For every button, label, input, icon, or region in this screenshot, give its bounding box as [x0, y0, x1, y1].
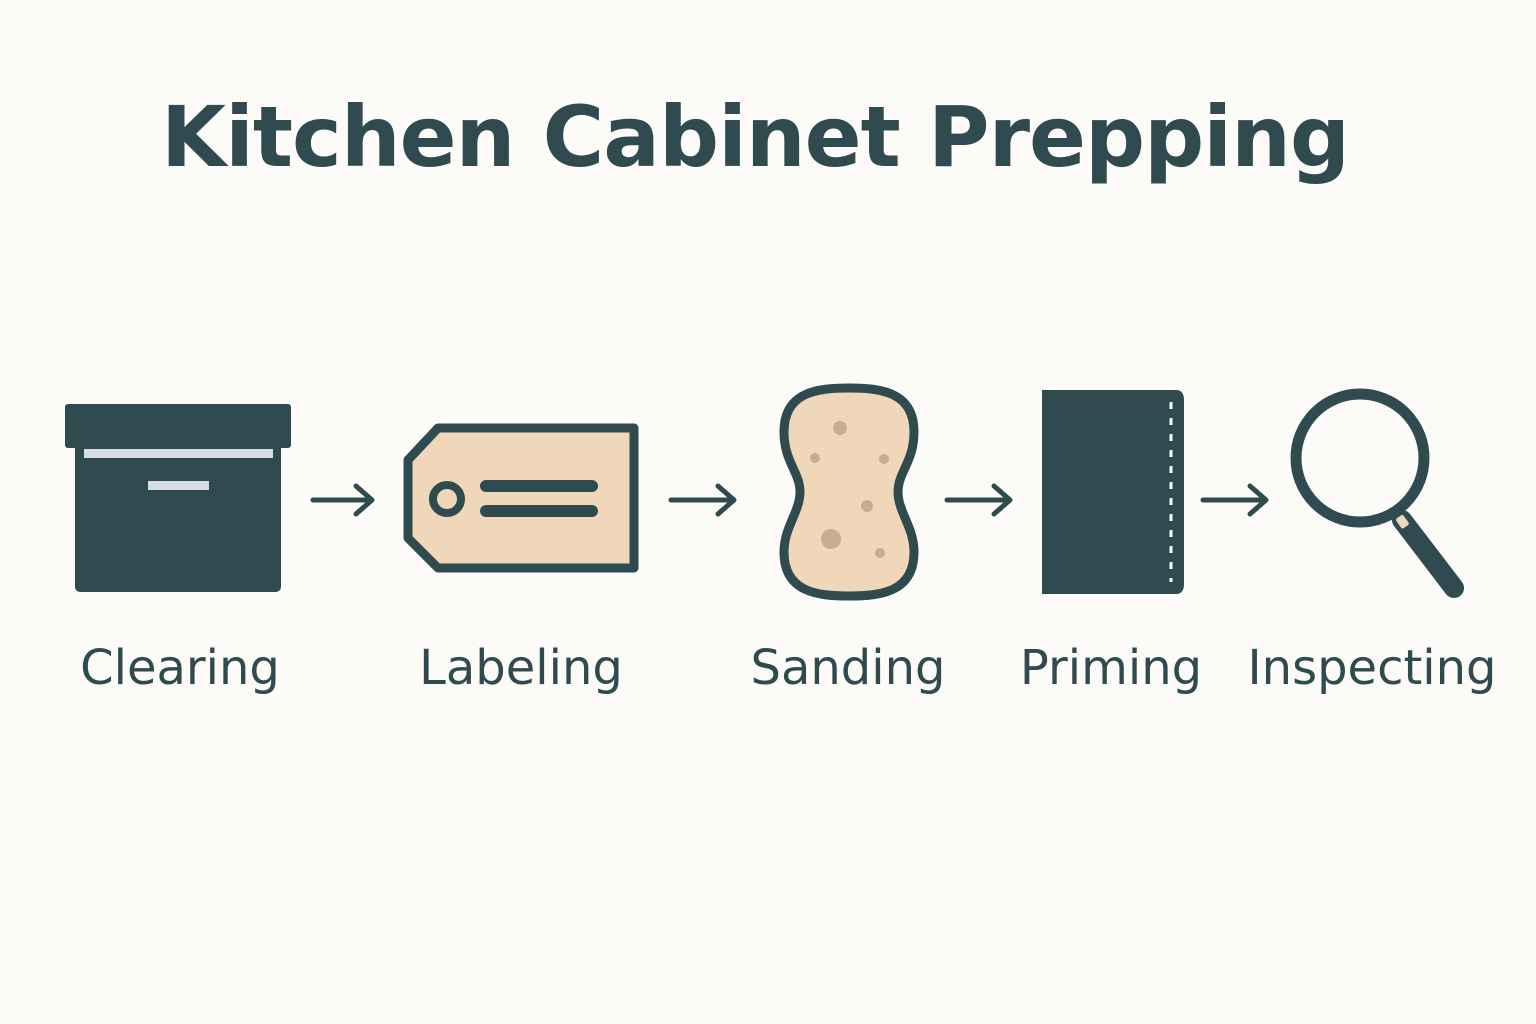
- step-label-sanding: Sanding: [750, 640, 946, 696]
- step-label-clearing: Clearing: [80, 640, 280, 696]
- arrow-right-icon: [1200, 483, 1269, 517]
- primed-panel-icon: [1042, 390, 1184, 594]
- step-label-priming: Priming: [1019, 640, 1203, 696]
- storage-box-icon: [65, 404, 291, 592]
- arrow-right-icon: [310, 483, 375, 517]
- arrow-right-icon: [668, 483, 737, 517]
- arrow-right-icon: [944, 483, 1013, 517]
- magnifying-glass-icon: [1290, 388, 1464, 598]
- tag-icon: [403, 423, 639, 573]
- step-label-inspecting: Inspecting: [1247, 640, 1497, 696]
- step-label-labeling: Labeling: [419, 640, 623, 696]
- page-title: Kitchen Cabinet Prepping: [160, 88, 1350, 186]
- sanding-sponge-icon: [779, 383, 919, 601]
